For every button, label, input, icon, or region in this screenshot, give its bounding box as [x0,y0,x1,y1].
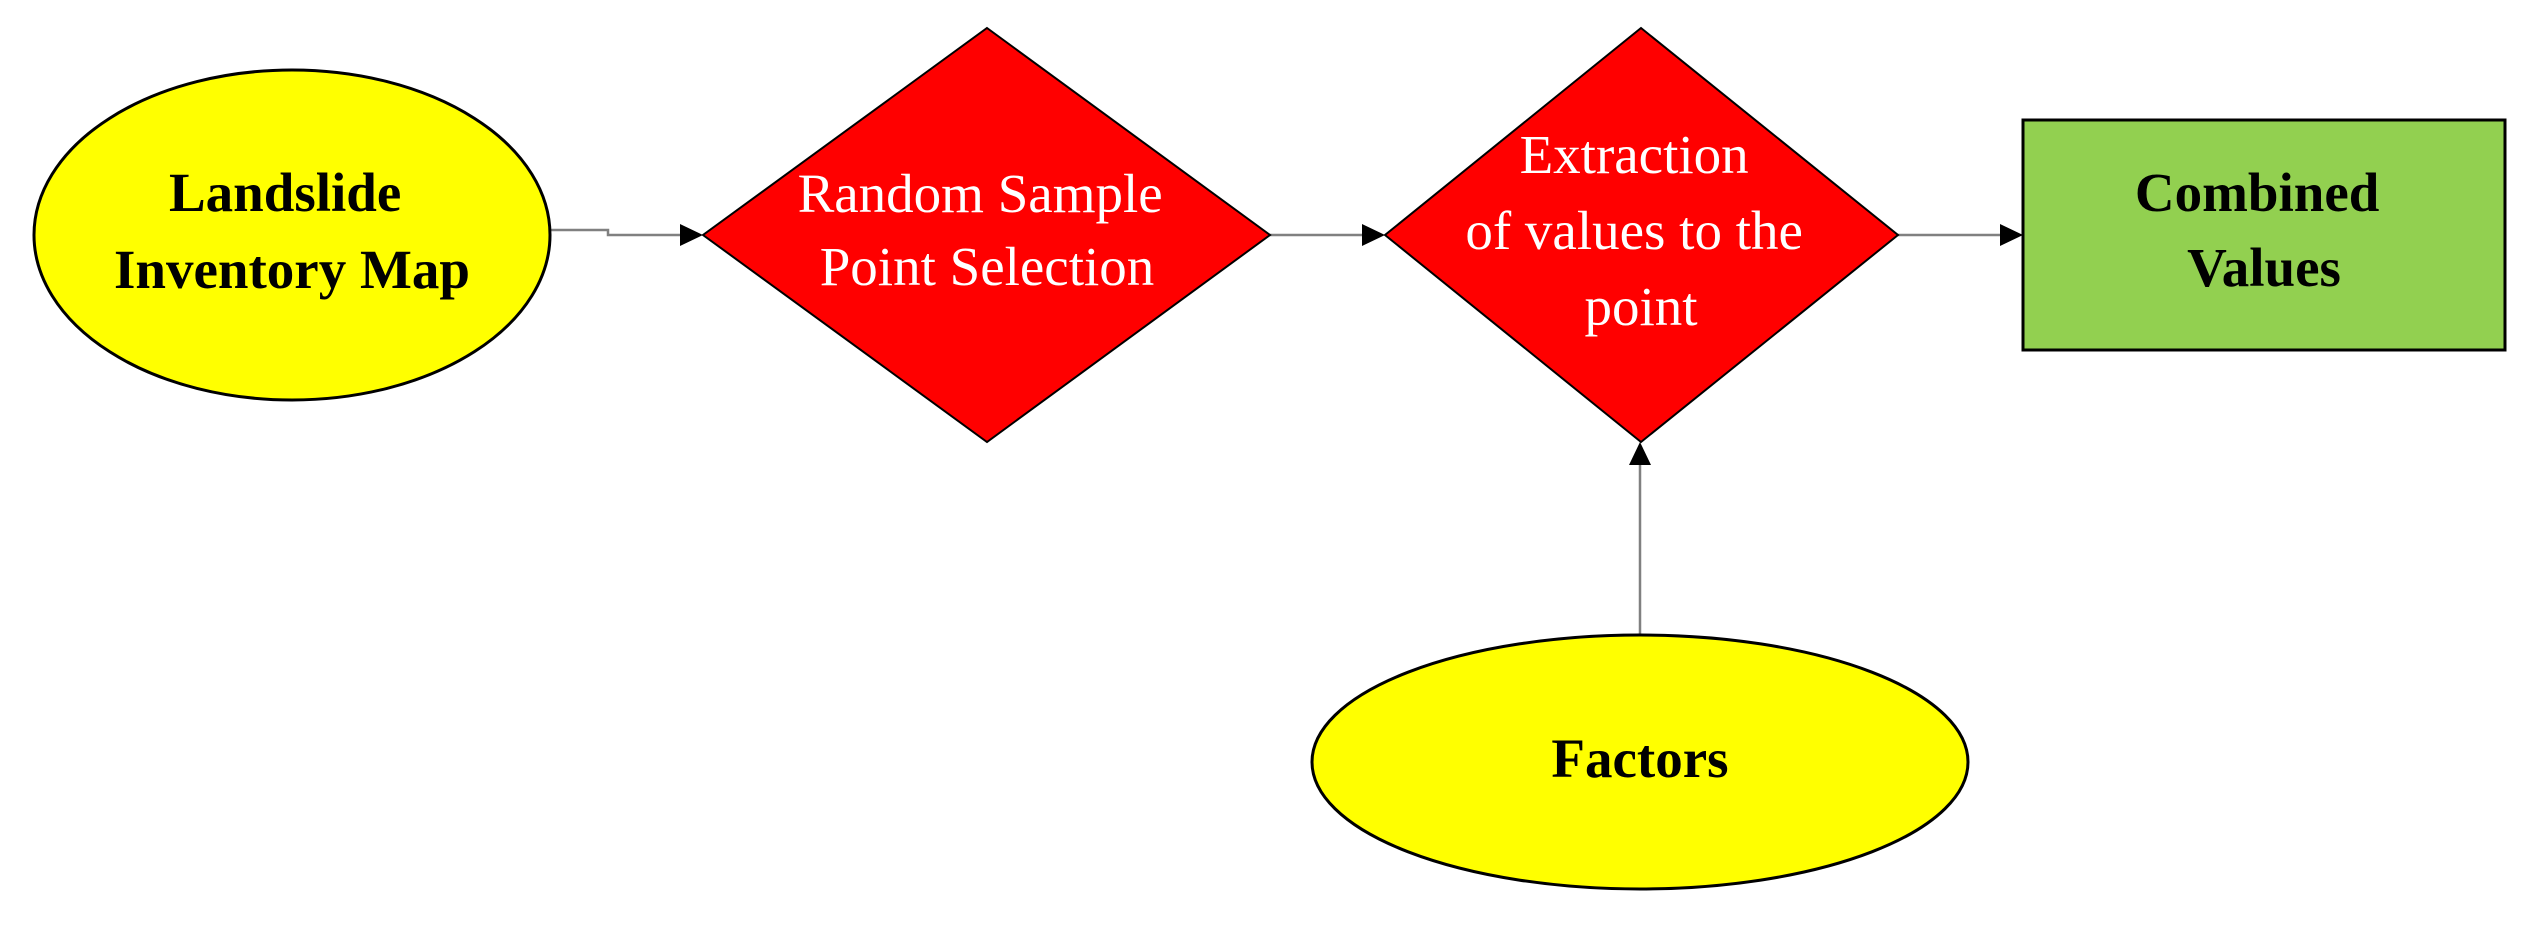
arrowhead-random-sample [680,224,703,246]
node-extraction-of-values: Extraction of values to the point [1383,26,1900,444]
diamond-shape [701,26,1272,444]
node-label-line: Extraction [1520,124,1749,185]
edge-landslide-to-random-sample [550,228,680,237]
node-label: Combined Values [2135,162,2393,298]
node-label-line: Random Sample [798,163,1163,224]
arrowhead-combined-values [2000,224,2023,246]
node-label-line: Factors [1551,728,1728,789]
arrowhead-extraction-bottom [1629,442,1651,465]
node-label-line: point [1584,276,1697,337]
ellipse-shape [32,68,552,402]
node-label-line: Values [2187,237,2341,298]
arrowhead-extraction-left [1362,224,1385,246]
node-label-line: Combined [2135,162,2380,223]
node-label: Factors [1551,728,1728,789]
rectangle-shape [2021,118,2507,352]
node-factors: Factors [1310,633,1970,891]
node-label: Random Sample Point Selection [798,163,1177,297]
node-random-sample-point-selection: Random Sample Point Selection [701,26,1272,444]
node-combined-values: Combined Values [2021,118,2507,352]
node-label-line: Inventory Map [114,239,470,300]
node-label-line: Point Selection [820,236,1155,297]
ellipse-shape [1310,633,1970,891]
node-landslide-inventory-map: Landslide Inventory Map [32,68,552,402]
node-label-line: of values to the [1465,200,1803,261]
connectors [550,224,2023,635]
node-label: Extraction of values to the point [1465,124,1816,337]
node-label: Landslide Inventory Map [114,162,470,300]
node-label-line: Landslide [169,162,401,223]
diamond-shape [1383,26,1900,444]
